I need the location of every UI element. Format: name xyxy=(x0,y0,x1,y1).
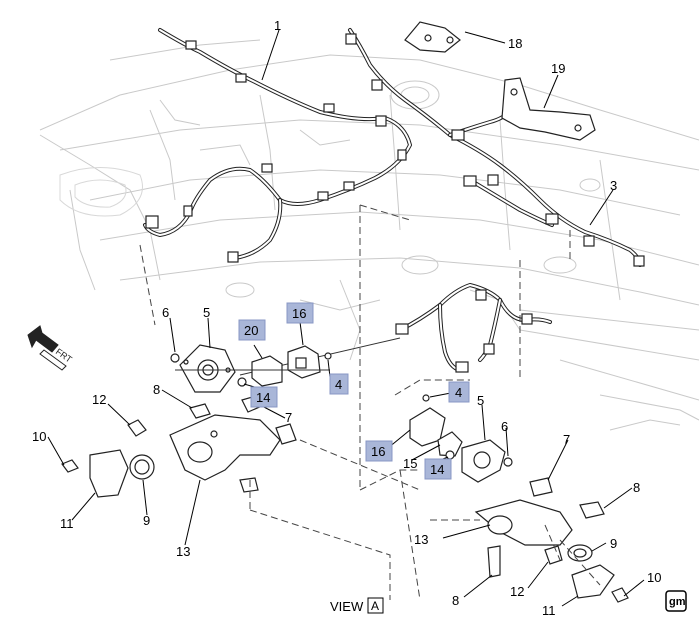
callout-9-right: 9 xyxy=(610,536,617,551)
harness-connector xyxy=(455,361,469,373)
callout-7-right: 7 xyxy=(563,432,570,447)
harness-connector xyxy=(463,175,477,187)
callout-16-right: 16 xyxy=(371,444,385,459)
harness-clip xyxy=(375,115,387,127)
nut-4b xyxy=(422,394,430,402)
harness-1 xyxy=(143,28,412,263)
view-label: VIEW A xyxy=(330,597,384,614)
harness-connector xyxy=(483,343,495,355)
view-letter: A xyxy=(371,599,379,613)
highlight-boxes xyxy=(238,302,470,480)
callout-4-left: 4 xyxy=(335,377,342,392)
bolt-8 xyxy=(189,403,211,419)
harness-clip xyxy=(183,205,193,217)
callout-8-right: 8 xyxy=(633,480,640,495)
harness-connector xyxy=(633,255,645,267)
callout-14-right: 14 xyxy=(430,462,444,477)
callout-14-left: 14 xyxy=(256,390,270,405)
harness-clip xyxy=(475,289,487,301)
bracket-19 xyxy=(501,77,596,141)
screw-12 xyxy=(127,419,147,437)
harness-connector xyxy=(395,323,409,335)
harness-clip xyxy=(583,235,595,247)
callout-20: 20 xyxy=(244,323,258,338)
grommet-15 xyxy=(437,431,463,457)
harness-clip xyxy=(261,163,273,173)
vehicle-body-background xyxy=(39,39,699,431)
harness-clip xyxy=(185,40,197,50)
callout-5-left: 5 xyxy=(203,305,210,320)
callout-4-right: 4 xyxy=(455,385,462,400)
callout-12-right: 12 xyxy=(510,584,524,599)
view-letter-box xyxy=(367,597,384,614)
bolt-8c xyxy=(487,545,501,578)
harness-sensor-lead xyxy=(239,283,552,376)
callout-16-left: 16 xyxy=(292,306,306,321)
harness-clip xyxy=(397,149,407,161)
callout-11-right: 11 xyxy=(542,603,556,618)
bolt-8b xyxy=(579,501,605,519)
callout-10-left: 10 xyxy=(32,429,46,444)
left-sensor-assembly xyxy=(61,344,332,498)
nut-4 xyxy=(324,352,332,360)
harness-clip xyxy=(317,191,329,201)
harness-clip xyxy=(451,129,465,141)
harness-clip xyxy=(323,103,335,113)
harness-connector xyxy=(227,251,239,263)
gm-logo-text: gm xyxy=(669,596,686,608)
bolt-10 xyxy=(61,459,79,473)
screw-12b xyxy=(544,545,563,565)
callout-15: 15 xyxy=(403,456,417,471)
callout-5-right: 5 xyxy=(477,393,484,408)
callout-19: 19 xyxy=(551,61,565,76)
harness-clip xyxy=(235,73,247,83)
screw-6 xyxy=(170,353,180,363)
callout-8-bottom: 8 xyxy=(452,593,459,608)
bracket-18 xyxy=(404,21,461,53)
callout-7-left: 7 xyxy=(285,410,292,425)
bracket-13b xyxy=(474,499,573,546)
callout-13-right: 13 xyxy=(414,532,428,547)
callout-13-left: 13 xyxy=(176,544,190,559)
harness-connector xyxy=(145,215,159,229)
cover-11b xyxy=(571,564,615,599)
screw-6b xyxy=(503,457,513,467)
callout-3: 3 xyxy=(610,178,617,193)
view-a-outline xyxy=(139,204,601,601)
gm-logo: gm xyxy=(665,590,687,612)
front-arrow-icon: FRT xyxy=(27,325,74,371)
harness-clip xyxy=(487,174,499,186)
callout-6-right: 6 xyxy=(501,419,508,434)
callout-11-left: 11 xyxy=(60,516,74,531)
right-sensor-assembly xyxy=(409,394,629,603)
harness-clip xyxy=(371,79,383,91)
harness-clip xyxy=(521,313,533,325)
harness-clip xyxy=(345,33,357,45)
harness-clip xyxy=(343,181,355,191)
seal-14 xyxy=(237,377,247,387)
clip-7c xyxy=(529,477,553,497)
callout-10-right: 10 xyxy=(647,570,661,585)
view-text: VIEW xyxy=(330,599,364,614)
callout-6-left: 6 xyxy=(162,305,169,320)
bracket-13 xyxy=(169,414,281,481)
callout-9-left: 9 xyxy=(143,513,150,528)
bolt-10b xyxy=(611,587,629,603)
harness-3 xyxy=(345,28,645,267)
callout-12-left: 12 xyxy=(92,392,106,407)
clip-7b xyxy=(275,423,297,445)
callout-18: 18 xyxy=(508,36,522,51)
grommet-20 xyxy=(251,355,283,387)
callout-1: 1 xyxy=(274,18,281,33)
callout-numbers: 1 18 19 3 6 5 20 16 4 14 8 7 12 10 11 9 … xyxy=(32,18,661,618)
callout-8-left: 8 xyxy=(153,382,160,397)
cover-11 xyxy=(89,449,129,498)
harness-clip xyxy=(545,213,559,225)
